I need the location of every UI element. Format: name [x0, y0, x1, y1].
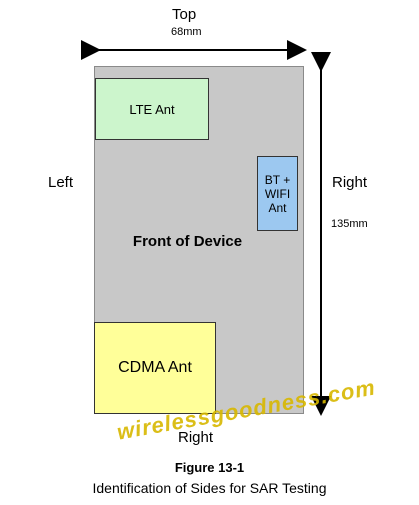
bt-wifi-antenna: BT + WIFI Ant [257, 156, 298, 231]
bottom-label: Right [178, 429, 214, 446]
bt-wifi-line-2: WIFI [264, 186, 291, 201]
left-label: Left [48, 174, 74, 191]
width-dimension-label: 68mm [171, 26, 202, 38]
height-dimension-label: 135mm [331, 218, 368, 230]
figure-caption: Identification of Sides for SAR Testing [92, 480, 327, 496]
device-front-label: Front of Device [132, 233, 243, 250]
lte-antenna-label: LTE Ant [129, 101, 175, 117]
cdma-antenna-label: CDMA Ant [118, 359, 192, 376]
bt-wifi-line-3: Ant [268, 200, 287, 215]
top-label: Top [172, 6, 197, 23]
right-label: Right [332, 174, 368, 191]
lte-antenna: LTE Ant [95, 78, 209, 140]
figure-title: Figure 13-1 [174, 460, 245, 475]
cdma-antenna: CDMA Ant [94, 322, 216, 414]
bt-wifi-line-1: BT + [264, 172, 291, 187]
